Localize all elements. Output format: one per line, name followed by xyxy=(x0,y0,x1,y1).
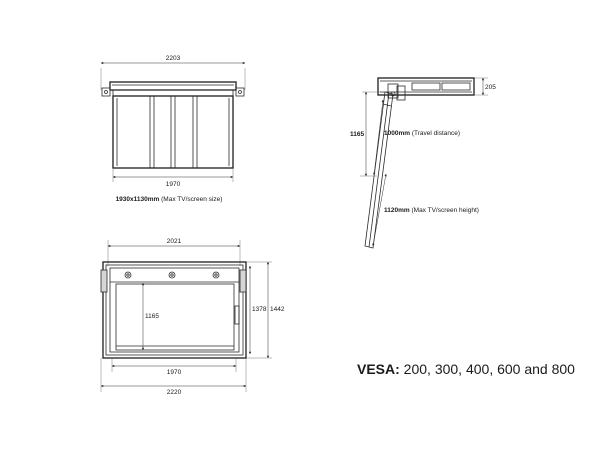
screen-size-caption: 1930x1130mm (Max TV/screen size) xyxy=(116,196,223,203)
travel-value: 1000mm xyxy=(384,130,410,137)
pulley-2 xyxy=(168,271,176,279)
vesa-sizes: 200, 300, 400, 600 and 800 xyxy=(399,361,575,377)
pivot-bracket xyxy=(387,83,399,99)
top-mount-bar xyxy=(109,81,237,91)
vesa-label: VESA: xyxy=(357,361,400,377)
plan-width-label: 2021 xyxy=(167,238,182,245)
screen-height-value: 1120mm xyxy=(384,207,410,214)
screen-opening xyxy=(115,283,235,351)
frame-outer xyxy=(102,261,247,359)
frame-inner xyxy=(109,267,240,353)
pulley-1 xyxy=(124,271,132,279)
front-screen-width-label: 1970 xyxy=(166,181,181,188)
front-view: 2203 1970 1930x1130mm (Max TV/screen siz… xyxy=(100,55,246,203)
screen-size-value: 1930x1130mm xyxy=(116,196,160,203)
left-side-bracket xyxy=(100,269,108,293)
side-view: 205 1165 1000mm (Travel distance) 1120mm… xyxy=(350,77,496,249)
screen-housing xyxy=(112,95,234,169)
side-depth-label: 205 xyxy=(485,84,496,91)
tilted-screen-panel xyxy=(364,91,394,249)
front-width-label: 2203 xyxy=(166,55,181,62)
pulley-3 xyxy=(212,271,220,279)
plan-width-inner-label: 1970 xyxy=(167,369,182,376)
plan-width-outer-label: 2220 xyxy=(167,389,182,396)
travel-note: (Travel distance) xyxy=(412,130,460,137)
plan-height-inner-label: 1378 xyxy=(252,306,267,313)
plan-inner-height-label: 1165 xyxy=(145,313,159,320)
travel-caption: 1000mm (Travel distance) xyxy=(384,130,460,137)
screen-height-note: (Max TV/screen height) xyxy=(411,207,478,214)
screen-height-caption: 1120mm (Max TV/screen height) xyxy=(384,207,479,214)
right-mount-bracket xyxy=(235,87,245,97)
right-side-bracket xyxy=(239,269,247,293)
left-mount-bracket xyxy=(101,87,111,97)
screen-size-note: (Max TV/screen size) xyxy=(161,196,222,203)
side-housing xyxy=(377,77,475,96)
side-height-label: 1165 xyxy=(350,131,364,138)
plan-view: 2021 1165 1378 1442 1970 xyxy=(100,238,285,396)
screen-height-dimension xyxy=(372,173,387,247)
right-handle xyxy=(234,305,240,325)
plan-height-outer-label: 1442 xyxy=(270,306,285,313)
vesa-spec: VESA: 200, 300, 400, 600 and 800 xyxy=(357,361,575,377)
travel-dimension xyxy=(373,99,384,176)
